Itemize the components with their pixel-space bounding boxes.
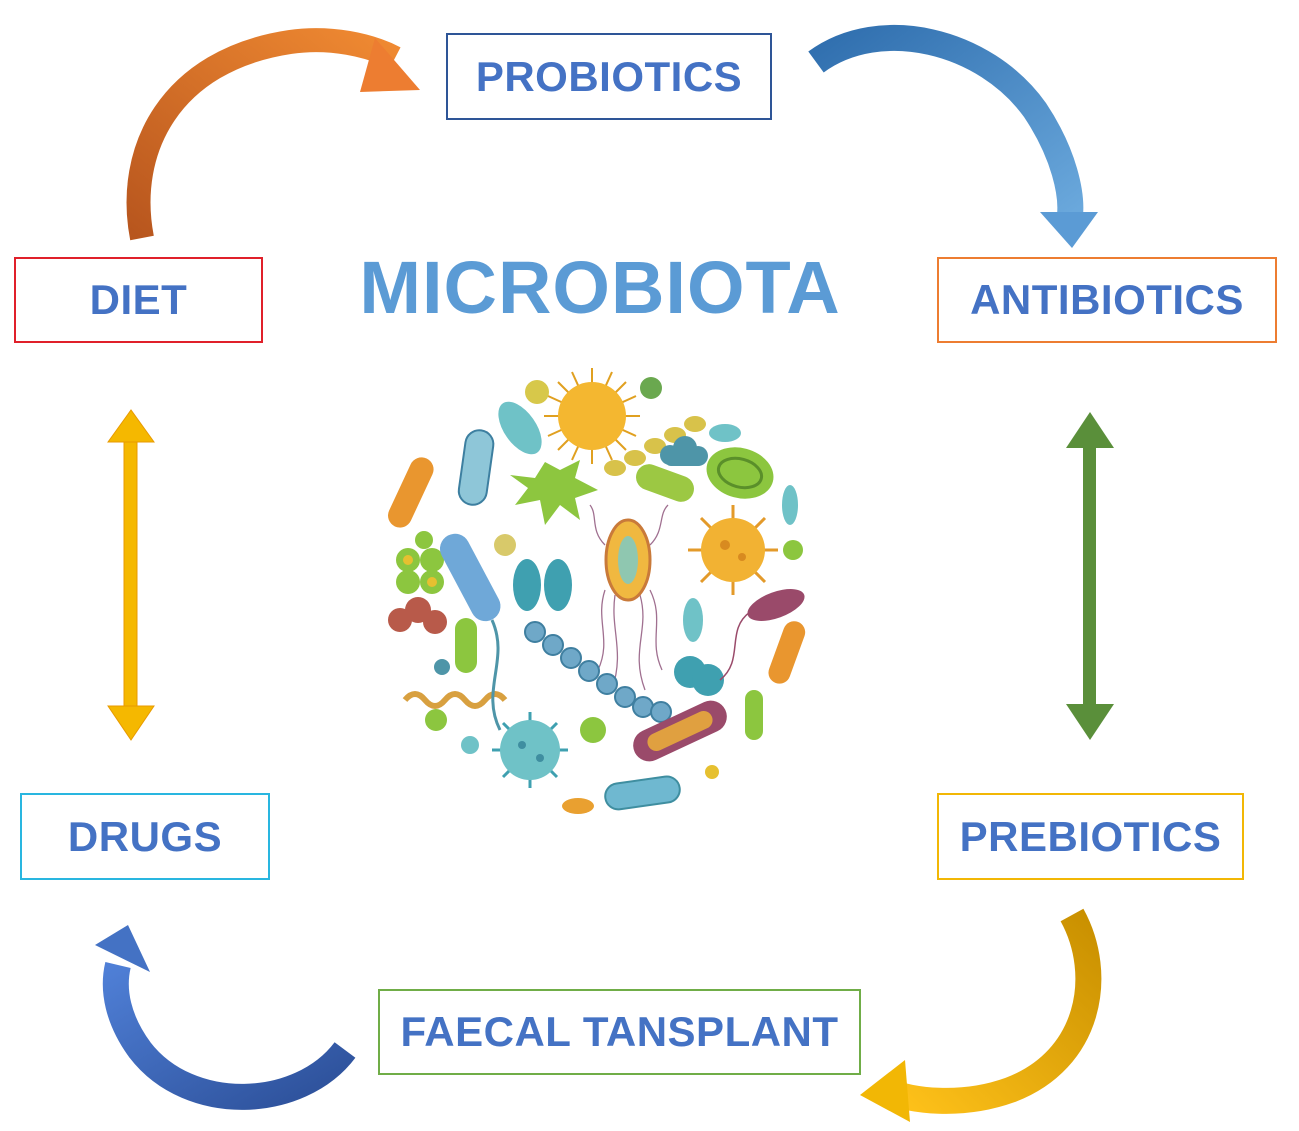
spirochete-icon: [402, 691, 508, 709]
teardrop-microbe-icon: [498, 401, 542, 455]
chain-microbe-icon: [604, 416, 706, 476]
node-drugs: DRUGS: [20, 793, 270, 880]
flagellum-icon: [719, 611, 751, 681]
long-rod-icon: [439, 533, 501, 622]
coccus-icon: [705, 765, 719, 779]
node-faecal-tansplant: FAECAL TANSPLANT: [378, 989, 861, 1075]
virus-icon: [688, 505, 778, 595]
flagellated-bacterium-icon: [589, 504, 669, 691]
teardrop-microbe-icon: [562, 798, 594, 814]
arrow-probiotics-to-antibiotics: [808, 24, 1098, 248]
cocci-cluster-icon: [396, 548, 444, 594]
rod-inner-icon: [647, 711, 713, 751]
coccus-icon: [461, 736, 479, 754]
node-label: DRUGS: [67, 812, 223, 860]
cluster-microbe-icon: [388, 597, 447, 634]
coccus-icon: [640, 377, 662, 399]
coccus-icon: [434, 659, 450, 675]
node-antibiotics: ANTIBIOTICS: [937, 257, 1277, 343]
rod-bacterium-icon: [745, 690, 763, 740]
flagellum-icon: [490, 619, 502, 731]
spiky-virus-icon: [492, 712, 568, 788]
node-label: FAECAL TANSPLANT: [400, 1008, 839, 1055]
bacillus-icon: [457, 429, 495, 506]
spiky-virus-icon: [544, 368, 640, 464]
coccus-icon: [494, 534, 516, 556]
node-label: DIET: [89, 276, 188, 323]
node-prebiotics: PREBIOTICS: [937, 793, 1244, 880]
rod-bacterium-icon: [455, 618, 477, 673]
arrow-faecal-to-drugs: [95, 925, 356, 1110]
coccus-icon: [525, 380, 549, 404]
arrow-diet-drugs: [107, 409, 155, 741]
teardrop-microbe-icon: [782, 485, 798, 525]
node-label: PREBIOTICS: [959, 812, 1222, 860]
coccus-icon: [425, 709, 447, 731]
node-label: ANTIBIOTICS: [970, 276, 1244, 323]
teardrop-microbe-icon: [683, 598, 703, 642]
node-probiotics: PROBIOTICS: [446, 33, 772, 120]
rod-bacterium-icon: [747, 589, 805, 621]
coccus-icon: [415, 531, 433, 549]
diagram-title: MICROBIOTA: [359, 246, 841, 329]
streptococcus-chain-icon: [524, 621, 672, 723]
node-label: PROBIOTICS: [475, 52, 743, 100]
coccus-icon: [692, 664, 724, 696]
diplococcus-icon: [544, 559, 572, 611]
bacillus-icon: [604, 775, 681, 811]
diplococcus-icon: [513, 559, 541, 611]
node-diet: DIET: [14, 257, 263, 343]
teardrop-microbe-icon: [709, 424, 741, 442]
coccus-icon: [580, 717, 606, 743]
green-oval-microbe-icon: [706, 447, 774, 499]
cloud-microbe-icon: [660, 436, 708, 466]
rod-bacterium-icon: [388, 457, 434, 528]
arrow-antibiotics-prebiotics: [1066, 412, 1114, 740]
rod-bacterium-icon: [636, 464, 694, 502]
arrow-diet-to-probiotics: [126, 28, 420, 241]
amoeba-icon: [510, 460, 598, 525]
arrow-prebiotics-to-faecal: [860, 908, 1102, 1122]
coccus-icon: [783, 540, 803, 560]
rod-bacterium-icon: [768, 621, 806, 684]
